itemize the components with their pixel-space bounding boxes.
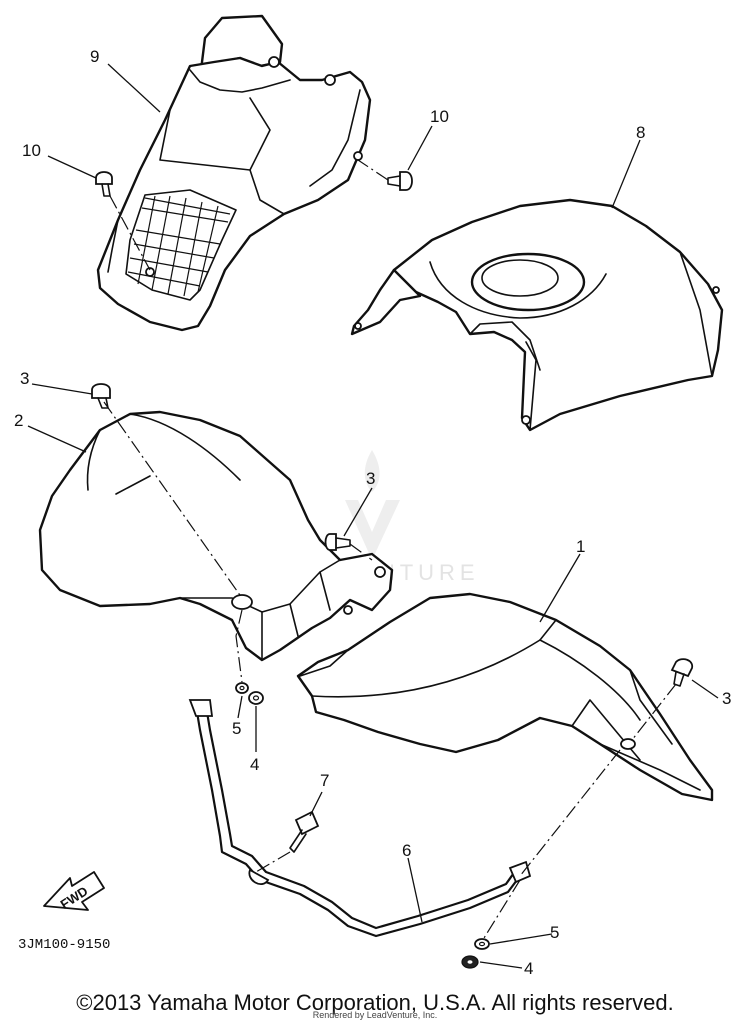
callout-3-top: 3 — [20, 369, 29, 388]
callout-3-middle: 3 — [366, 469, 375, 488]
callout-5-left: 5 — [232, 719, 241, 738]
part-front-cover — [96, 14, 372, 332]
callout-4-right: 4 — [524, 959, 533, 978]
callout-labels: 9 10 10 8 3 2 3 1 3 5 4 7 6 5 4 — [14, 47, 731, 978]
diagram-code: 3JM100-9150 — [18, 937, 110, 953]
part-nut-4-left — [248, 691, 264, 705]
part-front-fender — [296, 592, 714, 802]
part-bolt-7 — [289, 810, 320, 853]
callout-1: 1 — [576, 537, 585, 556]
copyright-notice: ©2013 Yamaha Motor Corporation, U.S.A. A… — [76, 990, 674, 1015]
fwd-arrow: FWD — [43, 871, 105, 912]
watermark-logo-icon — [345, 500, 400, 560]
part-bolt-10-left — [95, 171, 113, 197]
callout-3-right: 3 — [722, 689, 731, 708]
watermark-flame-icon — [364, 450, 380, 492]
callout-5-right: 5 — [550, 923, 559, 942]
part-bolt-3-middle — [324, 533, 351, 551]
callout-2: 2 — [14, 411, 23, 430]
callout-10-right: 10 — [430, 107, 449, 126]
leader-lines — [27, 63, 719, 969]
part-bolt-3-right — [670, 658, 694, 687]
callout-4-left: 4 — [250, 755, 259, 774]
part-washer-5-right — [474, 938, 490, 950]
callout-10-left: 10 — [22, 141, 41, 160]
assembly-lines — [103, 159, 677, 939]
callout-6: 6 — [402, 841, 411, 860]
part-tank-cover — [350, 198, 724, 432]
part-nut-4-right — [461, 955, 479, 969]
callout-9: 9 — [90, 47, 99, 66]
part-bolt-3-top — [91, 383, 111, 409]
part-bolt-10-right — [387, 171, 413, 191]
callout-8: 8 — [636, 123, 645, 142]
part-rear-fender — [38, 410, 394, 662]
rendered-by-credit: Rendered by LeadVenture, Inc. — [312, 1010, 438, 1020]
part-washer-5-left — [235, 682, 249, 694]
callout-7: 7 — [320, 771, 329, 790]
part-stay-bracket — [188, 699, 532, 938]
